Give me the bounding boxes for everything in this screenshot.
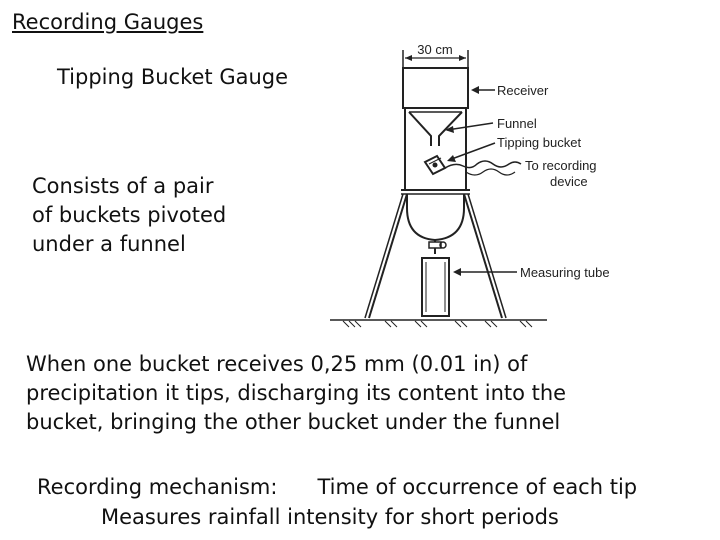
label-recording-device-2: device	[550, 174, 588, 189]
description-line: of buckets pivoted	[32, 203, 227, 227]
body-line: bucket, bringing the other bucket under …	[26, 410, 561, 434]
body-line: precipitation it tips, discharging its c…	[26, 381, 567, 405]
label-tipping-bucket: Tipping bucket	[497, 135, 581, 150]
body-text: When one bucket receives 0,25 mm (0.01 i…	[26, 350, 706, 437]
label-receiver: Receiver	[497, 83, 549, 98]
subtitle: Tipping Bucket Gauge	[57, 65, 289, 89]
tipping-bucket-diagram: 30 cm Receiver Funnel Tipping bucket To …	[330, 42, 610, 328]
label-funnel: Funnel	[497, 116, 537, 131]
description-line: Consists of a pair	[32, 174, 214, 198]
label-measuring-tube: Measuring tube	[520, 265, 610, 280]
description: Consists of a pair of buckets pivoted un…	[32, 172, 262, 259]
page-title: Recording Gauges	[12, 10, 204, 34]
recording-mechanism: Recording mechanism: Time of occurrence o…	[37, 473, 637, 502]
measures-text: Measures rainfall intensity for short pe…	[101, 505, 559, 529]
mechanism-value: Time of occurrence of each tip	[317, 475, 638, 499]
mechanism-label: Recording mechanism:	[37, 475, 278, 499]
body-line: When one bucket receives 0,25 mm (0.01 i…	[26, 352, 528, 376]
label-recording-device-1: To recording	[525, 158, 597, 173]
dimension-label: 30 cm	[417, 42, 452, 57]
description-line: under a funnel	[32, 232, 186, 256]
